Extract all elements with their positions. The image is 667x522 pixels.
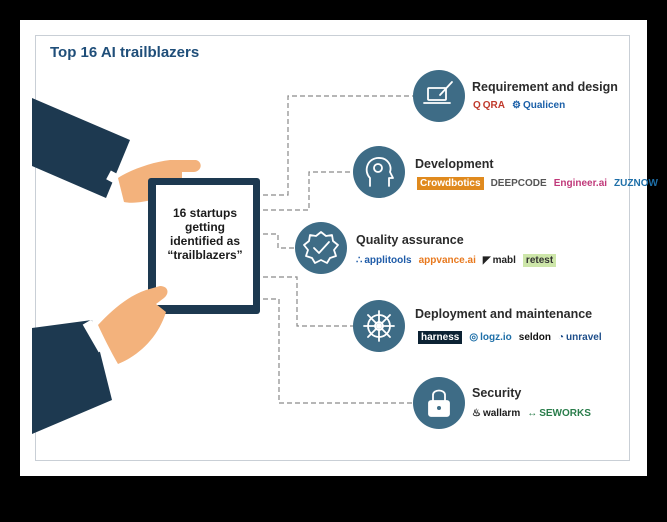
- logo-harness: harness: [418, 331, 463, 344]
- slide: Top 16 AI trailblazers: [20, 20, 658, 476]
- category-title-development: Development: [415, 157, 494, 171]
- logos-security: ♨wallarm ↔SEWORKS: [472, 408, 591, 419]
- logo-mabl: ◤mabl: [483, 255, 516, 266]
- connector-lines: [263, 95, 413, 404]
- tablet-line-3: identified as: [169, 234, 240, 248]
- logo-text: unravel: [566, 332, 602, 343]
- logo-mark: ◎: [469, 332, 479, 343]
- logo-text: Engineer.ai: [553, 178, 608, 189]
- logo-wallarm: ♨wallarm: [472, 408, 520, 419]
- logo-text: retest: [525, 255, 554, 266]
- circle-quality: [295, 222, 347, 274]
- logo-deepcode: DEEPCODE: [491, 178, 547, 189]
- logos-quality: ∴applitools appvance.ai ◤mabl retest: [356, 254, 557, 267]
- category-title-deployment: Deployment and maintenance: [415, 307, 593, 321]
- lower-hand: [98, 286, 168, 364]
- logo-text: Crowdbotics: [420, 178, 481, 189]
- slide-frame: [35, 35, 630, 461]
- logo-appvance-ai: appvance.ai: [419, 255, 476, 266]
- logo-text: wallarm: [482, 408, 521, 419]
- logo-engineer-ai: Engineer.ai: [554, 178, 607, 189]
- padlock-keyhole: [437, 406, 441, 410]
- logo-seldon: seldon: [519, 332, 551, 343]
- lower-cuff: [82, 319, 108, 353]
- logo-text: harness: [421, 332, 460, 343]
- connector-security: [263, 298, 413, 404]
- logo-text: DEEPCODE: [490, 178, 547, 189]
- logo-logz-io: ◎logz.io: [469, 332, 511, 343]
- connector-deployment: [263, 276, 353, 327]
- category-title-security: Security: [472, 386, 522, 400]
- logo-seworks: ↔SEWORKS: [527, 408, 591, 419]
- logo-text: SEWORKS: [539, 408, 591, 419]
- logo-crowdbotics: Crowdbotics: [417, 177, 484, 190]
- tablet-line-2: getting: [185, 220, 225, 234]
- circle-requirement: [413, 70, 465, 122]
- logo-zuznow: ZUZNOW: [614, 178, 658, 189]
- category-title-quality: Quality assurance: [356, 233, 464, 247]
- lower-sleeve: [32, 320, 112, 434]
- logo-mark: ♨: [472, 408, 481, 419]
- logo-mark: ∴: [356, 255, 363, 266]
- laptop-pen-icon: [423, 81, 453, 104]
- connector-development: [263, 171, 353, 211]
- logo-qualicen: ⚙Qualicen: [512, 100, 565, 111]
- logo-mark: ↔: [527, 408, 538, 419]
- category-circles: [295, 70, 465, 429]
- wheel-gear-icon: [363, 310, 395, 342]
- logo-mark: ◔: [558, 332, 565, 343]
- logo-text: applitools: [364, 255, 412, 266]
- slide-title: Top 16 AI trailblazers: [50, 44, 200, 61]
- logo-unravel: ◔unravel: [558, 332, 602, 343]
- logo-text: logz.io: [480, 332, 512, 343]
- logo-text: Qualicen: [522, 100, 566, 111]
- tablet-line-4: “trailblazers”: [167, 248, 243, 262]
- logo-mark: Q: [473, 100, 481, 111]
- logo-retest: retest: [522, 254, 557, 267]
- tablet-caption: 16 startups getting identified as “trail…: [155, 206, 255, 262]
- tablet-line-1: 16 startups: [172, 206, 238, 220]
- logo-text: appvance.ai: [418, 255, 476, 266]
- logo-mark: ◤: [482, 255, 491, 266]
- upper-sleeve: [32, 98, 130, 198]
- tablet-screen: [156, 185, 253, 305]
- logo-text: seldon: [518, 332, 551, 343]
- diagram-canvas: [32, 70, 465, 434]
- badge-check-icon: [303, 231, 339, 264]
- logo-text: ZUZNOW: [614, 178, 658, 189]
- category-title-requirement: Requirement and design: [472, 80, 618, 94]
- logo-text: mabl: [492, 255, 516, 266]
- logo-applitools: ∴applitools: [356, 255, 412, 266]
- logos-development: Crowdbotics DEEPCODE Engineer.ai ZUZNOW: [417, 177, 658, 190]
- connector-quality: [263, 233, 295, 249]
- logos-deployment: harness ◎logz.io seldon ◔unravel: [418, 331, 602, 344]
- logo-mark: ⚙: [512, 100, 521, 111]
- head-gear-icon: [365, 157, 394, 187]
- connector-requirement: [263, 95, 413, 196]
- logo-text: QRA: [482, 100, 506, 111]
